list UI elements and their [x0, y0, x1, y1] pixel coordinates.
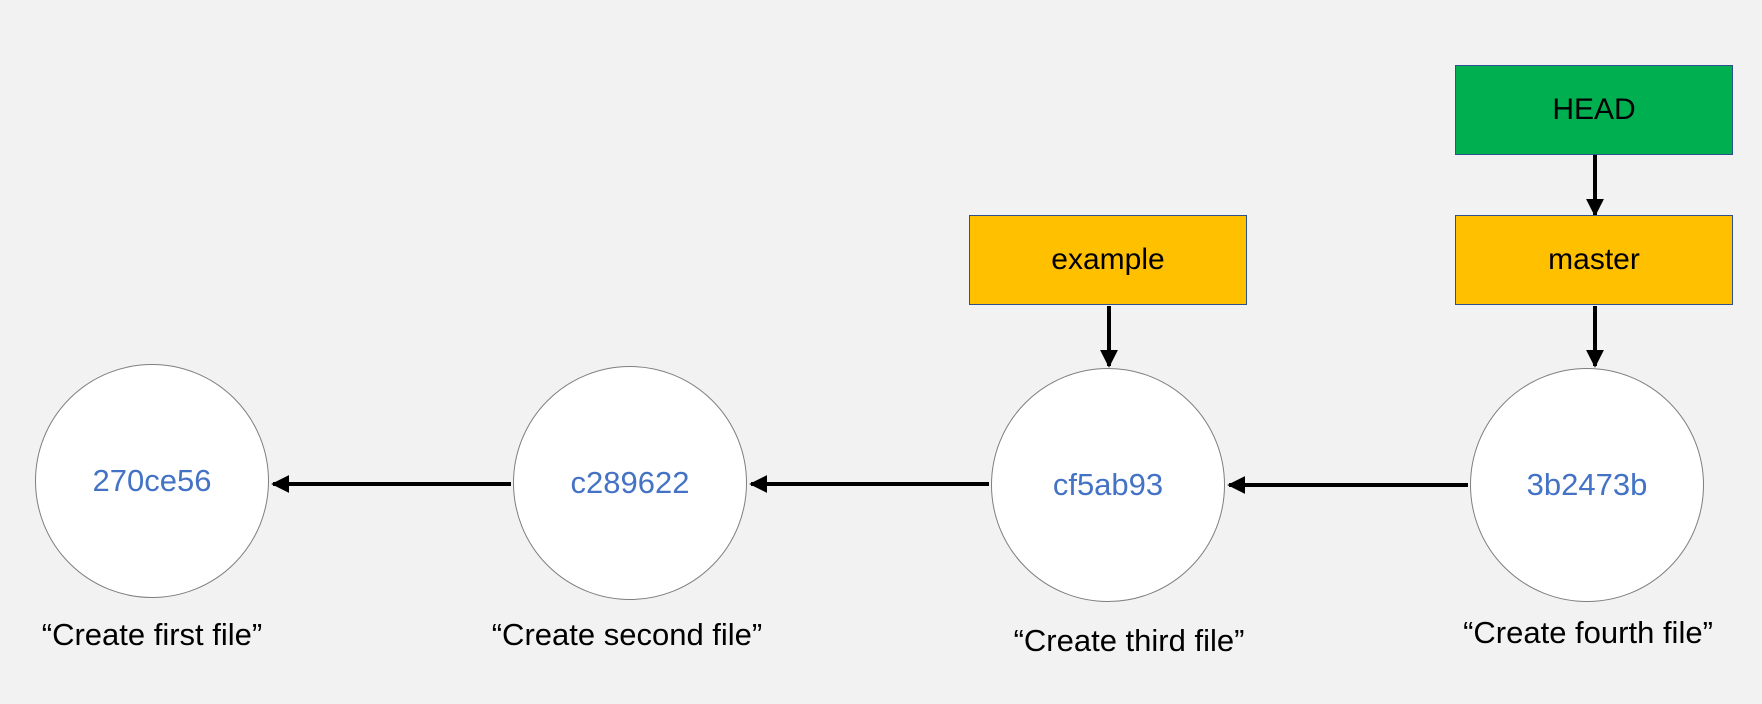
commit-node-3b2473b: 3b2473b	[1470, 368, 1704, 602]
commit-hash: c289622	[570, 465, 690, 500]
commit-hash: cf5ab93	[1052, 467, 1164, 502]
commit-message: “Create fourth file”	[1463, 615, 1713, 650]
commit-message: “Create second file”	[491, 617, 763, 652]
commit-node-270ce56: 270ce56	[35, 364, 269, 598]
commit-node-c289622: c289622	[513, 366, 747, 600]
commit-message: “Create third file”	[1013, 623, 1245, 658]
commit-hash: 3b2473b	[1526, 467, 1648, 502]
commit-hash: 270ce56	[92, 463, 212, 498]
branch-label-example: example	[969, 215, 1247, 305]
commit-message: “Create first file”	[41, 617, 263, 652]
branch-label-master: master	[1455, 215, 1733, 305]
commit-node-cf5ab93: cf5ab93	[991, 368, 1225, 602]
head-label: HEAD	[1455, 65, 1733, 155]
